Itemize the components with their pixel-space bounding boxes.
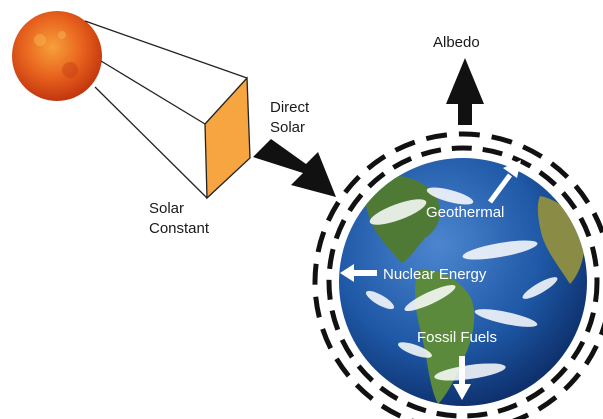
albedo-label: Albedo xyxy=(433,34,480,51)
fossil-fuels-arrow xyxy=(453,356,471,400)
nuclear-energy-label: Nuclear Energy xyxy=(383,266,487,283)
direct-solar-label-line2: Solar xyxy=(270,119,305,136)
direct-solar-arrow xyxy=(253,139,336,197)
atmosphere-rings xyxy=(312,131,603,419)
geothermal-label: Geothermal xyxy=(426,204,504,221)
direct-solar-label-line1: Direct xyxy=(270,99,310,116)
solar-constant-panel xyxy=(204,76,251,200)
sun xyxy=(12,11,102,101)
solar-constant-label-line1: Solar xyxy=(149,200,184,217)
nuclear-energy-arrow xyxy=(340,264,377,282)
solar-constant-label-line2: Constant xyxy=(149,220,210,237)
albedo-arrow xyxy=(446,58,484,125)
geothermal-arrow xyxy=(487,160,521,204)
fossil-fuels-label: Fossil Fuels xyxy=(417,329,497,346)
solar-rays xyxy=(84,20,248,199)
